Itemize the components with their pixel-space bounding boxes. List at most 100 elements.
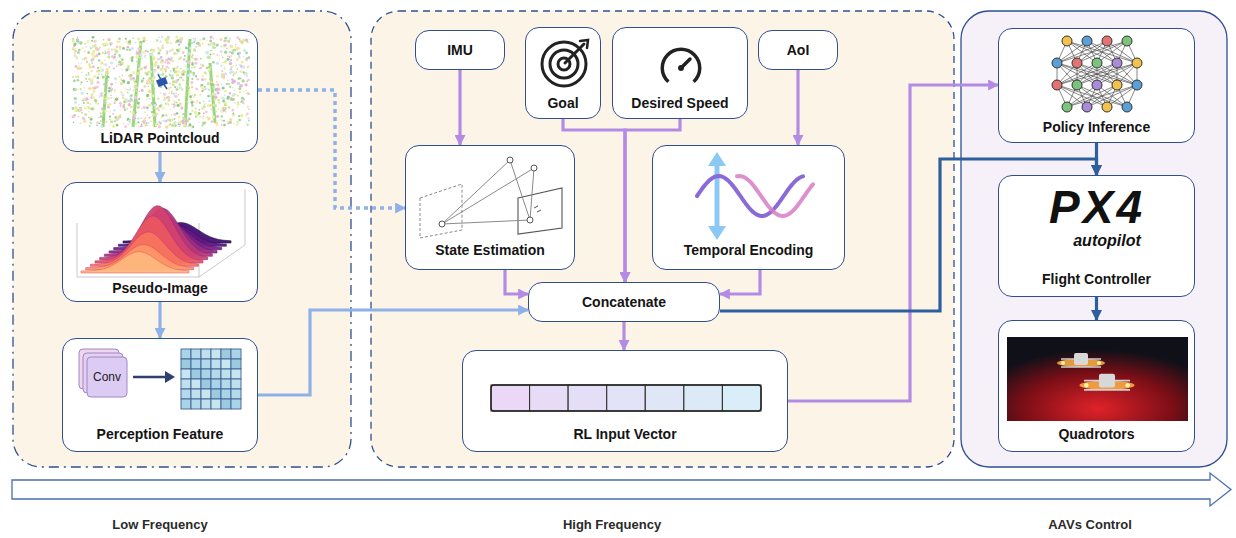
pointcloud-picture-part: [162, 65, 164, 67]
drone-photo-part: [1099, 374, 1115, 388]
pointcloud-picture-part: [209, 78, 211, 80]
pointcloud-picture-part: [182, 73, 185, 76]
pointcloud-picture-part: [167, 97, 169, 99]
drone-photo-part: [1007, 337, 1188, 421]
pointcloud-picture-part: [196, 114, 199, 117]
pointcloud-picture-part: [104, 52, 106, 54]
pointcloud-picture-part: [202, 122, 205, 125]
pointcloud-picture-part: [142, 40, 144, 42]
pointcloud-picture-part: [142, 37, 145, 40]
pointcloud-picture-part: [187, 48, 188, 49]
pointcloud-picture-part: [152, 114, 154, 116]
pointcloud-picture-part: [165, 120, 167, 122]
pointcloud-picture-part: [176, 101, 178, 103]
box-label: Perception Feature: [97, 426, 224, 443]
pointcloud-picture-part: [71, 115, 74, 118]
logo-subword: autopilot: [1057, 230, 1157, 252]
pointcloud-picture-part: [179, 86, 182, 89]
pointcloud-picture-part: [203, 115, 205, 117]
pointcloud-picture-part: [99, 70, 102, 73]
pointcloud-picture-part: [178, 99, 180, 101]
pointcloud-picture-part: [187, 52, 190, 55]
pointcloud-picture-part: [236, 124, 238, 126]
pointcloud-picture-part: [179, 102, 182, 105]
pointcloud-picture-part: [174, 101, 176, 103]
panel-outline-part: [13, 11, 351, 467]
pointcloud-picture-part: [84, 51, 86, 53]
pointcloud-picture-part: [184, 71, 186, 73]
text-slot: Quadrotors: [999, 425, 1194, 443]
pointcloud-picture-part: [93, 90, 96, 93]
pointcloud-picture-part: [231, 81, 234, 84]
pointcloud-picture-part: [112, 113, 114, 115]
pointcloud-picture-part: [238, 119, 241, 122]
feature-map-icon-part: [221, 379, 231, 389]
pointcloud-picture-part: [182, 79, 185, 82]
pointcloud-picture-part: [216, 115, 219, 118]
pointcloud-picture-part: [224, 90, 227, 93]
pointcloud-picture-part: [121, 58, 124, 61]
pointcloud-picture-part: [168, 125, 169, 126]
pointcloud-picture-part: [116, 124, 119, 127]
pointcloud-picture-part: [77, 51, 80, 54]
pointcloud-picture-part: [221, 70, 223, 72]
pointcloud-picture-part: [155, 61, 158, 64]
pointcloud-picture-part: [153, 104, 156, 107]
pointcloud-picture-part: [89, 103, 91, 105]
feature-map-icon-part: [191, 379, 201, 389]
pointcloud-picture-part: [225, 72, 226, 73]
pointcloud-picture-part: [136, 90, 138, 92]
pointcloud-picture-part: [120, 109, 121, 110]
wave-icon-part: [737, 176, 813, 216]
feature-map-icon-part: [165, 371, 175, 383]
pointcloud-picture-part: [189, 98, 191, 100]
pointcloud-picture-part: [166, 102, 169, 105]
dashed-arrow: [258, 90, 405, 208]
pointcloud-picture-part: [234, 102, 236, 104]
pointcloud-picture-part: [183, 58, 186, 61]
pointcloud-picture-part: [204, 86, 206, 88]
pointcloud-picture-part: [131, 56, 134, 59]
pointcloud-picture-part: [125, 49, 127, 51]
pointcloud-picture-part: [77, 116, 78, 117]
pointcloud-picture-part: [132, 89, 135, 92]
pointcloud-picture-part: [180, 38, 183, 41]
pointcloud-picture-part: [224, 94, 226, 96]
pointcloud-picture-part: [221, 109, 223, 111]
pointcloud-picture-part: [79, 107, 80, 108]
pointcloud-picture-part: [236, 82, 239, 85]
network-icon-part: [1092, 80, 1102, 90]
pointcloud-picture-part: [245, 122, 246, 123]
pointcloud-picture-part: [128, 89, 130, 91]
pointcloud-picture-part: [197, 42, 200, 45]
pointcloud-picture-part: [187, 74, 189, 76]
pointcloud-picture-part: [135, 123, 137, 125]
pointcloud-picture-part: [106, 68, 109, 71]
pointcloud-picture-part: [130, 77, 133, 80]
network-icon-part: [1072, 80, 1082, 90]
pointcloud-picture-part: [130, 122, 132, 124]
pointcloud-picture-part: [205, 51, 208, 54]
feature-map-icon-part: [191, 349, 201, 359]
text-slot: Flight Controller: [999, 270, 1194, 288]
pointcloud-picture-part: [103, 39, 104, 40]
pointcloud-picture-part: [228, 83, 230, 85]
pointcloud-picture-part: [201, 107, 204, 110]
pointcloud-picture-part: [238, 77, 241, 80]
pointcloud-picture-part: [149, 82, 151, 84]
pointcloud-picture-part: [163, 97, 165, 99]
pointcloud-picture-part: [162, 47, 164, 49]
pointcloud-picture-part: [227, 40, 230, 43]
pointcloud-picture-part: [86, 60, 89, 63]
pointcloud-picture-part: [154, 64, 157, 67]
pointcloud-picture-part: [236, 36, 239, 39]
text-slot: AAVs Control: [1048, 515, 1132, 533]
pointcloud-picture-part: [111, 55, 114, 58]
pointcloud-picture-part: [90, 94, 93, 97]
text-slot: LiDAR Pointcloud: [63, 129, 257, 147]
pointcloud-picture-part: [173, 113, 176, 116]
pointcloud-picture-part: [194, 58, 197, 61]
pointcloud-picture-part: [179, 126, 180, 127]
pointcloud-picture-part: [141, 56, 142, 57]
pointcloud-picture-part: [209, 95, 211, 97]
